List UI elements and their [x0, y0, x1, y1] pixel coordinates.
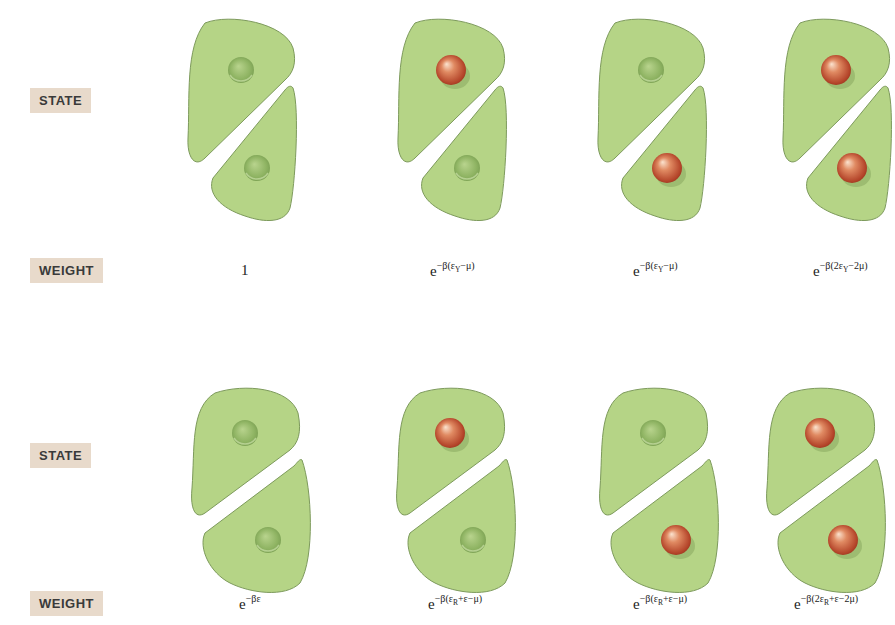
- weight-exponent: R: [658, 598, 663, 607]
- weight-expression: e−β(εY−μ): [633, 260, 678, 280]
- row-label: WEIGHT: [39, 263, 94, 278]
- weight-expression: e−β(2εY−2μ): [813, 260, 868, 280]
- row-label-box: STATE: [30, 88, 91, 113]
- weight-expression: e−β(εR+ε−μ): [428, 593, 482, 613]
- weight-exponent: R: [453, 598, 458, 607]
- cell-pair: [783, 19, 892, 220]
- weight-exponent: −β(ε: [640, 260, 658, 271]
- weight-exponent: −μ): [460, 260, 474, 271]
- row-label-box: WEIGHT: [30, 591, 103, 616]
- weight-expression: 1: [241, 261, 249, 279]
- weight-exponent: R: [824, 598, 829, 607]
- row-label-box: STATE: [30, 443, 91, 468]
- weight-exponent: +ε−2μ): [829, 593, 858, 604]
- weight-expression: e−β(εY−μ): [430, 260, 475, 280]
- row-label: STATE: [39, 448, 82, 463]
- weight-exponent: −β(2ε: [801, 593, 824, 604]
- weight-exponent: −β(ε: [640, 593, 658, 604]
- weight-exponent: −βε: [246, 593, 261, 604]
- weight-base: 1: [241, 262, 249, 278]
- weight-base: e: [633, 596, 640, 612]
- row-label: STATE: [39, 93, 82, 108]
- weight-exponent: Y: [658, 265, 663, 274]
- cell-pair: [398, 19, 507, 220]
- weight-base: e: [813, 263, 820, 279]
- weight-expression: e−β(2εR+ε−2μ): [794, 593, 858, 613]
- row-label-box: WEIGHT: [30, 258, 103, 283]
- weight-exponent: −β(ε: [435, 593, 453, 604]
- cell-pair: [192, 388, 311, 592]
- weight-exponent: +ε−μ): [663, 593, 687, 604]
- cell-pair: [767, 388, 886, 592]
- weight-expression: e−β(εR+ε−μ): [633, 593, 687, 613]
- cell-pair: [397, 388, 516, 592]
- cell-pair: [598, 19, 707, 220]
- weight-exponent: Y: [455, 265, 460, 274]
- cell-pair: [188, 19, 297, 220]
- weight-base: e: [430, 263, 437, 279]
- weight-base: e: [428, 596, 435, 612]
- weight-exponent: Y: [843, 265, 848, 274]
- weight-exponent: −β(ε: [437, 260, 455, 271]
- cell-pair: [600, 388, 719, 592]
- weight-exponent: −μ): [663, 260, 677, 271]
- row-label: WEIGHT: [39, 596, 94, 611]
- weight-exponent: +ε−μ): [458, 593, 482, 604]
- weight-expression: e−βε: [239, 593, 261, 613]
- weight-base: e: [794, 596, 801, 612]
- weight-exponent: −β(2ε: [820, 260, 843, 271]
- weight-base: e: [239, 596, 246, 612]
- weight-base: e: [633, 263, 640, 279]
- weight-exponent: −2μ): [848, 260, 867, 271]
